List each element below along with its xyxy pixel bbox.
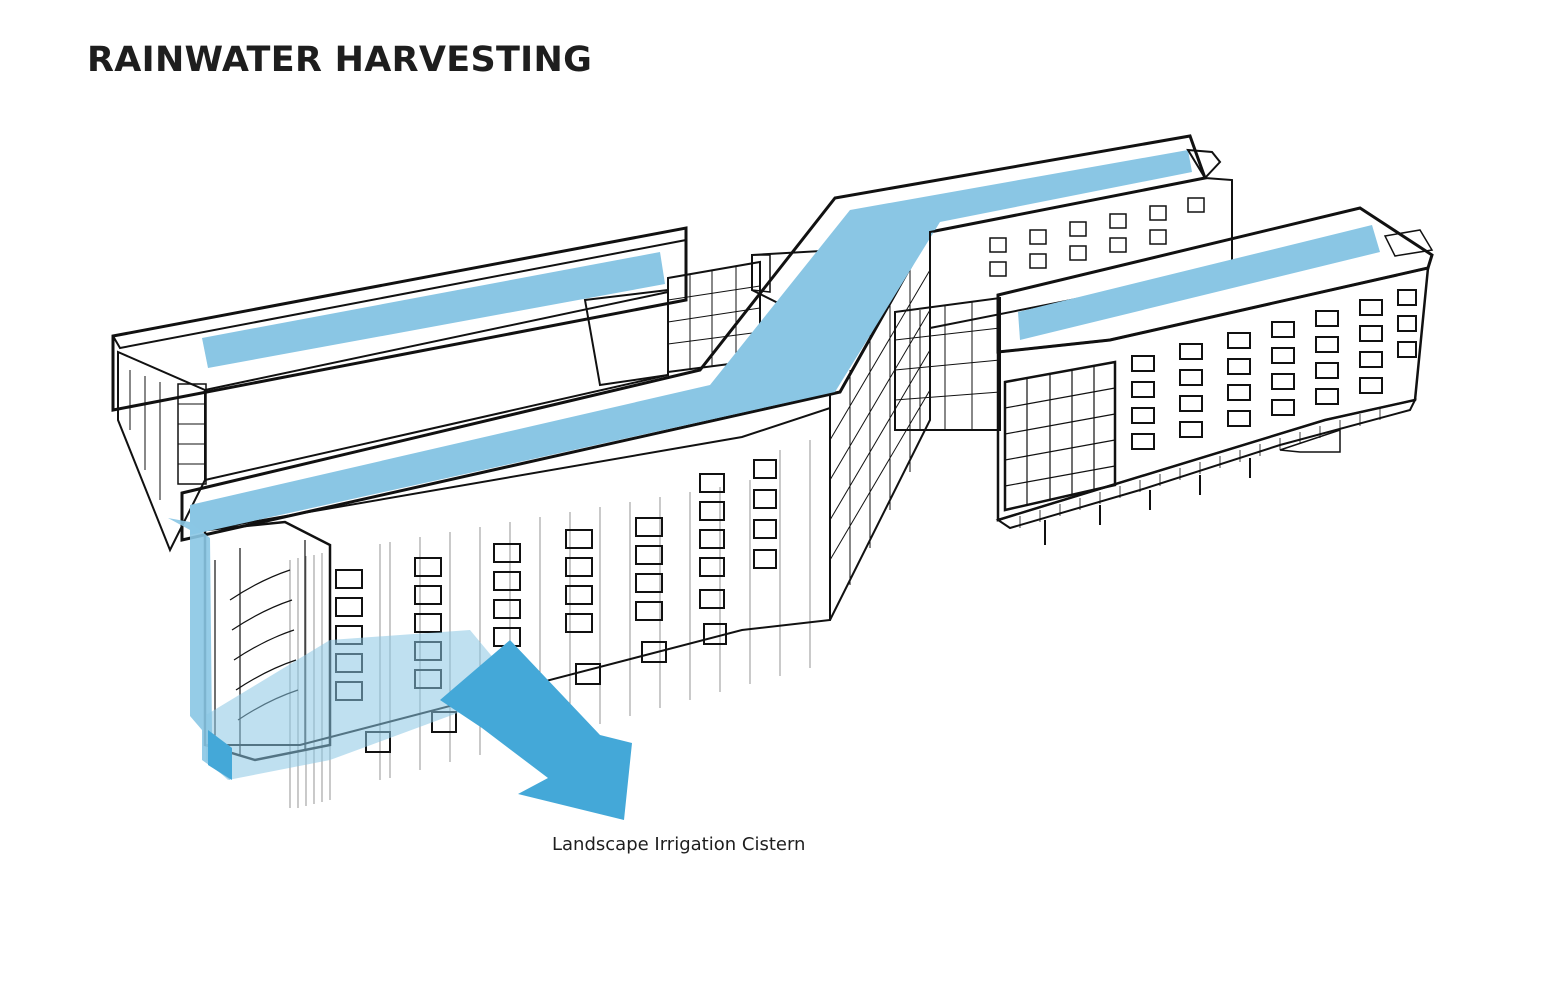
right-wing-roof-catchment xyxy=(1018,225,1380,340)
downspout-flow xyxy=(168,518,632,820)
left-wing xyxy=(111,226,688,553)
main-roof-catchment xyxy=(190,150,1192,535)
downspout xyxy=(168,518,232,780)
right-wing xyxy=(894,206,1434,545)
cistern-flow-arrow xyxy=(440,640,632,820)
back-middle-block xyxy=(929,148,1233,330)
diagram-title: RAINWATER HARVESTING xyxy=(87,40,593,80)
cistern-label: Landscape Irrigation Cistern xyxy=(552,834,806,855)
left-wing-roof-catchment xyxy=(202,252,665,368)
